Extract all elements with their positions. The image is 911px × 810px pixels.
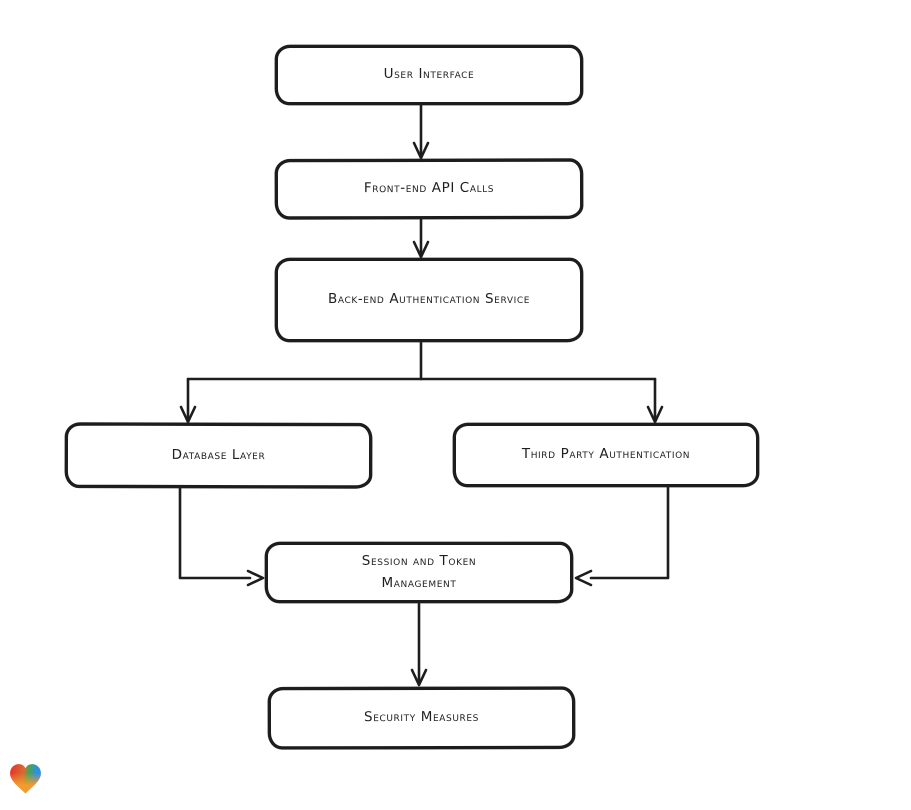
node-session-token-management: Session and Token Management	[265, 542, 573, 603]
edge-frontend-to-backend	[412, 217, 430, 259]
node-security-measures: Security Measures	[267, 686, 576, 750]
node-third-party-authentication-label: Third Party Authentication	[521, 446, 691, 463]
edge-backend-to-third-party	[646, 377, 664, 424]
node-database-layer: Database Layer	[64, 422, 373, 489]
node-session-token-management-label: Session and Token Management	[361, 552, 477, 591]
edge-session-to-security	[410, 602, 428, 687]
node-backend-authentication-service-label: Back-end Authentication Service	[327, 291, 531, 308]
edge-backend-split-rail	[186, 340, 657, 381]
edge-database-to-session	[178, 486, 265, 587]
node-security-measures-label: Security Measures	[364, 709, 479, 726]
node-third-party-authentication: Third Party Authentication	[453, 423, 759, 487]
node-database-layer-label: Database Layer	[171, 446, 266, 463]
node-user-interface-label: User Interface	[383, 66, 475, 83]
edge-user-interface-to-frontend	[412, 103, 430, 160]
edge-third-party-to-session	[574, 485, 670, 587]
edge-backend-to-database	[179, 377, 197, 424]
node-user-interface: User Interface	[275, 45, 583, 105]
node-backend-authentication-service: Back-end Authentication Service	[275, 258, 583, 342]
node-frontend-api-calls: Front-end API Calls	[274, 158, 584, 220]
eraser-heart-logo-icon	[10, 764, 41, 794]
node-frontend-api-calls-label: Front-end API Calls	[363, 180, 495, 197]
